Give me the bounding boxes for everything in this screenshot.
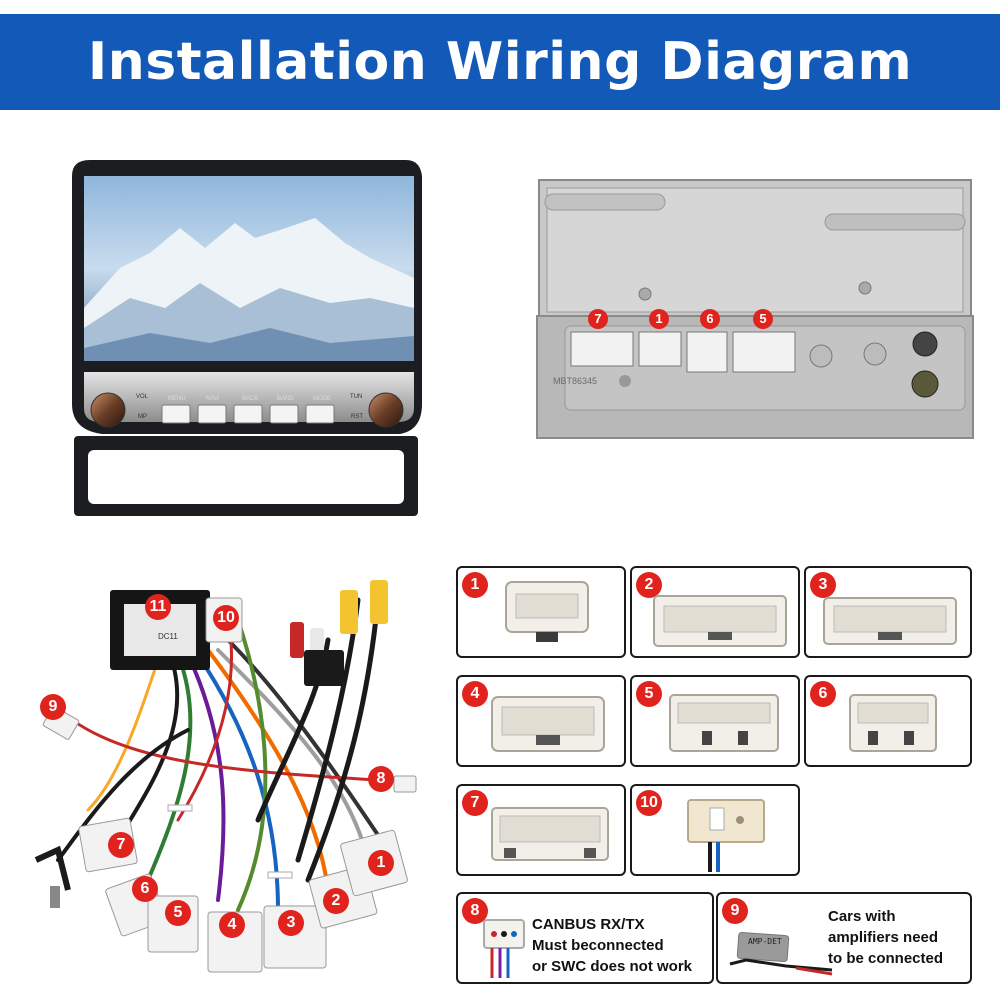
button-label-band: BAND — [277, 396, 294, 402]
harness-tag-3: 3 — [278, 910, 304, 936]
note-line: CANBUS RX/TX — [532, 916, 645, 933]
engraved-text: MBT86345 — [553, 376, 598, 386]
note-number-badge: 9 — [722, 898, 748, 924]
connector-2-plug — [653, 595, 787, 647]
note-number-badge: 8 — [462, 898, 488, 924]
connector-number-badge: 5 — [636, 681, 662, 707]
harness-tag-11: 11 — [145, 594, 171, 620]
button-label-menu: MENU — [168, 396, 186, 402]
note-line: or SWC does not work — [532, 958, 693, 975]
connector-number-badge: 7 — [462, 790, 488, 816]
connector-number-badge: 6 — [810, 681, 836, 707]
note-box-canbus: 8 CANBUS RX/TX Must beconnected or SWC d… — [456, 892, 714, 984]
connector-number-badge: 2 — [636, 572, 662, 598]
connector-box-5: 5 — [630, 675, 800, 767]
page-title: Installation Wiring Diagram — [87, 32, 913, 92]
connector-box-3: 3 — [804, 566, 972, 658]
connector-1-plug — [505, 581, 589, 642]
port-badge-1: 1 — [649, 309, 669, 329]
wiring-harness: DC11 AMP-DET 11 10 9 8 7 6 5 4 3 2 1 — [28, 560, 438, 980]
port-badge-7: 7 — [588, 309, 608, 329]
note-box-amplifier: 9 AMP-DET Cars with amplifiers need to b… — [716, 892, 972, 984]
connector-number-badge: 4 — [462, 681, 488, 707]
button-label-mode: MODE — [313, 396, 331, 402]
amplifier-note-text: Cars with amplifiers need to be connecte… — [828, 906, 943, 969]
harness-tag-8: 8 — [368, 766, 394, 792]
amp-det-wire — [729, 931, 833, 976]
note-line: Cars with — [828, 908, 896, 925]
connector-box-4: 4 — [456, 675, 626, 767]
note-line: Must beconnected — [532, 937, 664, 954]
harness-tag-5: 5 — [165, 900, 191, 926]
button-label-back: BACK — [242, 396, 259, 402]
button-label-navi: NAVI — [206, 396, 220, 402]
connector-number-badge: 3 — [810, 572, 836, 598]
head-unit-back-panel: 7 1 6 5 MBT86345 — [535, 176, 975, 444]
harness-tag-7: 7 — [108, 832, 134, 858]
back-panel-illustration — [536, 179, 974, 439]
harness-tag-10: 10 — [213, 605, 239, 631]
connector-box-7: 7 — [456, 784, 626, 876]
connector-number-badge: 10 — [636, 790, 662, 816]
connector-10-plug — [687, 799, 765, 872]
port-badge-5: 5 — [753, 309, 773, 329]
connector-8-plug — [483, 919, 525, 978]
head-unit-front: MENU NAVI BACK BAND MODE VOL MP TUN RST — [70, 158, 430, 520]
connector-box-2: 2 — [630, 566, 800, 658]
connector-5-plug — [669, 694, 779, 752]
connector-3-plug — [823, 597, 957, 645]
head-unit-illustration — [72, 160, 422, 516]
connector-7-plug — [491, 807, 609, 861]
harness-tag-4: 4 — [219, 912, 245, 938]
note-line: to be connected — [828, 950, 944, 967]
canbus-box-label: DC11 — [158, 632, 178, 641]
knob-label-tun: TUN — [350, 394, 363, 400]
knob-label-vol: VOL — [136, 394, 149, 400]
title-banner: Installation Wiring Diagram — [0, 14, 1000, 110]
connector-box-6: 6 — [804, 675, 972, 767]
knob-label-mp: MP — [138, 414, 147, 420]
connector-box-1: 1 — [456, 566, 626, 658]
port-badge-6: 6 — [700, 309, 720, 329]
canbus-note-text: CANBUS RX/TX Must beconnected or SWC doe… — [532, 914, 692, 977]
connector-box-10: 10 — [630, 784, 800, 876]
amp-det-label: AMP-DET — [748, 937, 782, 946]
connector-6-plug — [849, 694, 937, 752]
harness-tag-2: 2 — [323, 888, 349, 914]
harness-tag-1: 1 — [368, 850, 394, 876]
note-line: amplifiers need — [828, 929, 939, 946]
connector-number-badge: 1 — [462, 572, 488, 598]
harness-tag-6: 6 — [132, 876, 158, 902]
harness-tag-9: 9 — [40, 694, 66, 720]
knob-label-rst: RST — [351, 414, 363, 420]
connector-4-plug — [491, 696, 605, 752]
